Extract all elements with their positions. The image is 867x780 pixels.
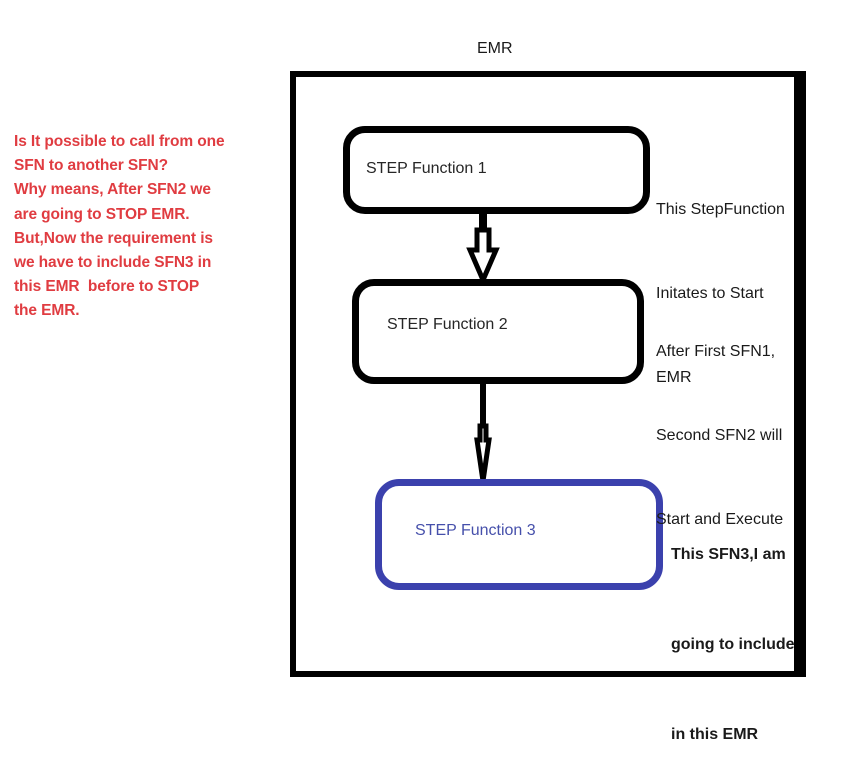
side-note-line: EMR (656, 369, 692, 386)
emr-container-box (290, 71, 806, 677)
side-note-line: This StepFunction (656, 201, 785, 218)
note-line: But,Now the requirement is (14, 229, 213, 247)
side-note-step-function-1: This StepFunction Initates to Start EMR (656, 140, 785, 420)
emr-container-title: EMR (477, 40, 513, 57)
side-note-line: Second SFN2 will (656, 427, 783, 444)
emr-container-right-border (794, 71, 800, 671)
side-note-line: in this EMR (671, 726, 759, 743)
step-function-3-label: STEP Function 3 (415, 522, 536, 539)
step-function-2-box[interactable]: STEP Function 2 (352, 279, 644, 384)
arrow-step2-to-step3-icon (474, 380, 492, 482)
side-note-line: Initates to Start (656, 285, 764, 302)
step-function-1-label: STEP Function 1 (366, 160, 487, 177)
side-note-step-function-2: After First SFN1, Second SFN2 will Start… (656, 282, 783, 562)
red-annotation-note: Is It possible to call from one SFN to a… (14, 130, 264, 324)
side-note-line: This SFN3,I am (671, 546, 786, 563)
note-line: SFN to another SFN? (14, 157, 168, 175)
side-note-line: Start and Execute (656, 511, 784, 528)
note-line: the EMR. (14, 302, 80, 320)
note-line: Is It possible to call from one (14, 133, 225, 150)
side-note-step-function-3: This SFN3,I am going to include in this … (671, 480, 795, 780)
note-line: are going to STOP EMR. (14, 205, 190, 223)
note-line: we have to include SFN3 in (14, 254, 212, 272)
note-line: Why means, After SFN2 we (14, 181, 211, 199)
side-note-line: After First SFN1, (656, 343, 776, 360)
step-function-2-label: STEP Function 2 (387, 316, 508, 333)
note-line: this EMR before to STOP (14, 278, 200, 296)
arrow-step1-to-step2-icon (466, 210, 500, 282)
side-note-line: going to include (671, 636, 795, 653)
step-function-3-box[interactable]: STEP Function 3 (375, 479, 663, 590)
step-function-1-box[interactable]: STEP Function 1 (343, 126, 650, 214)
